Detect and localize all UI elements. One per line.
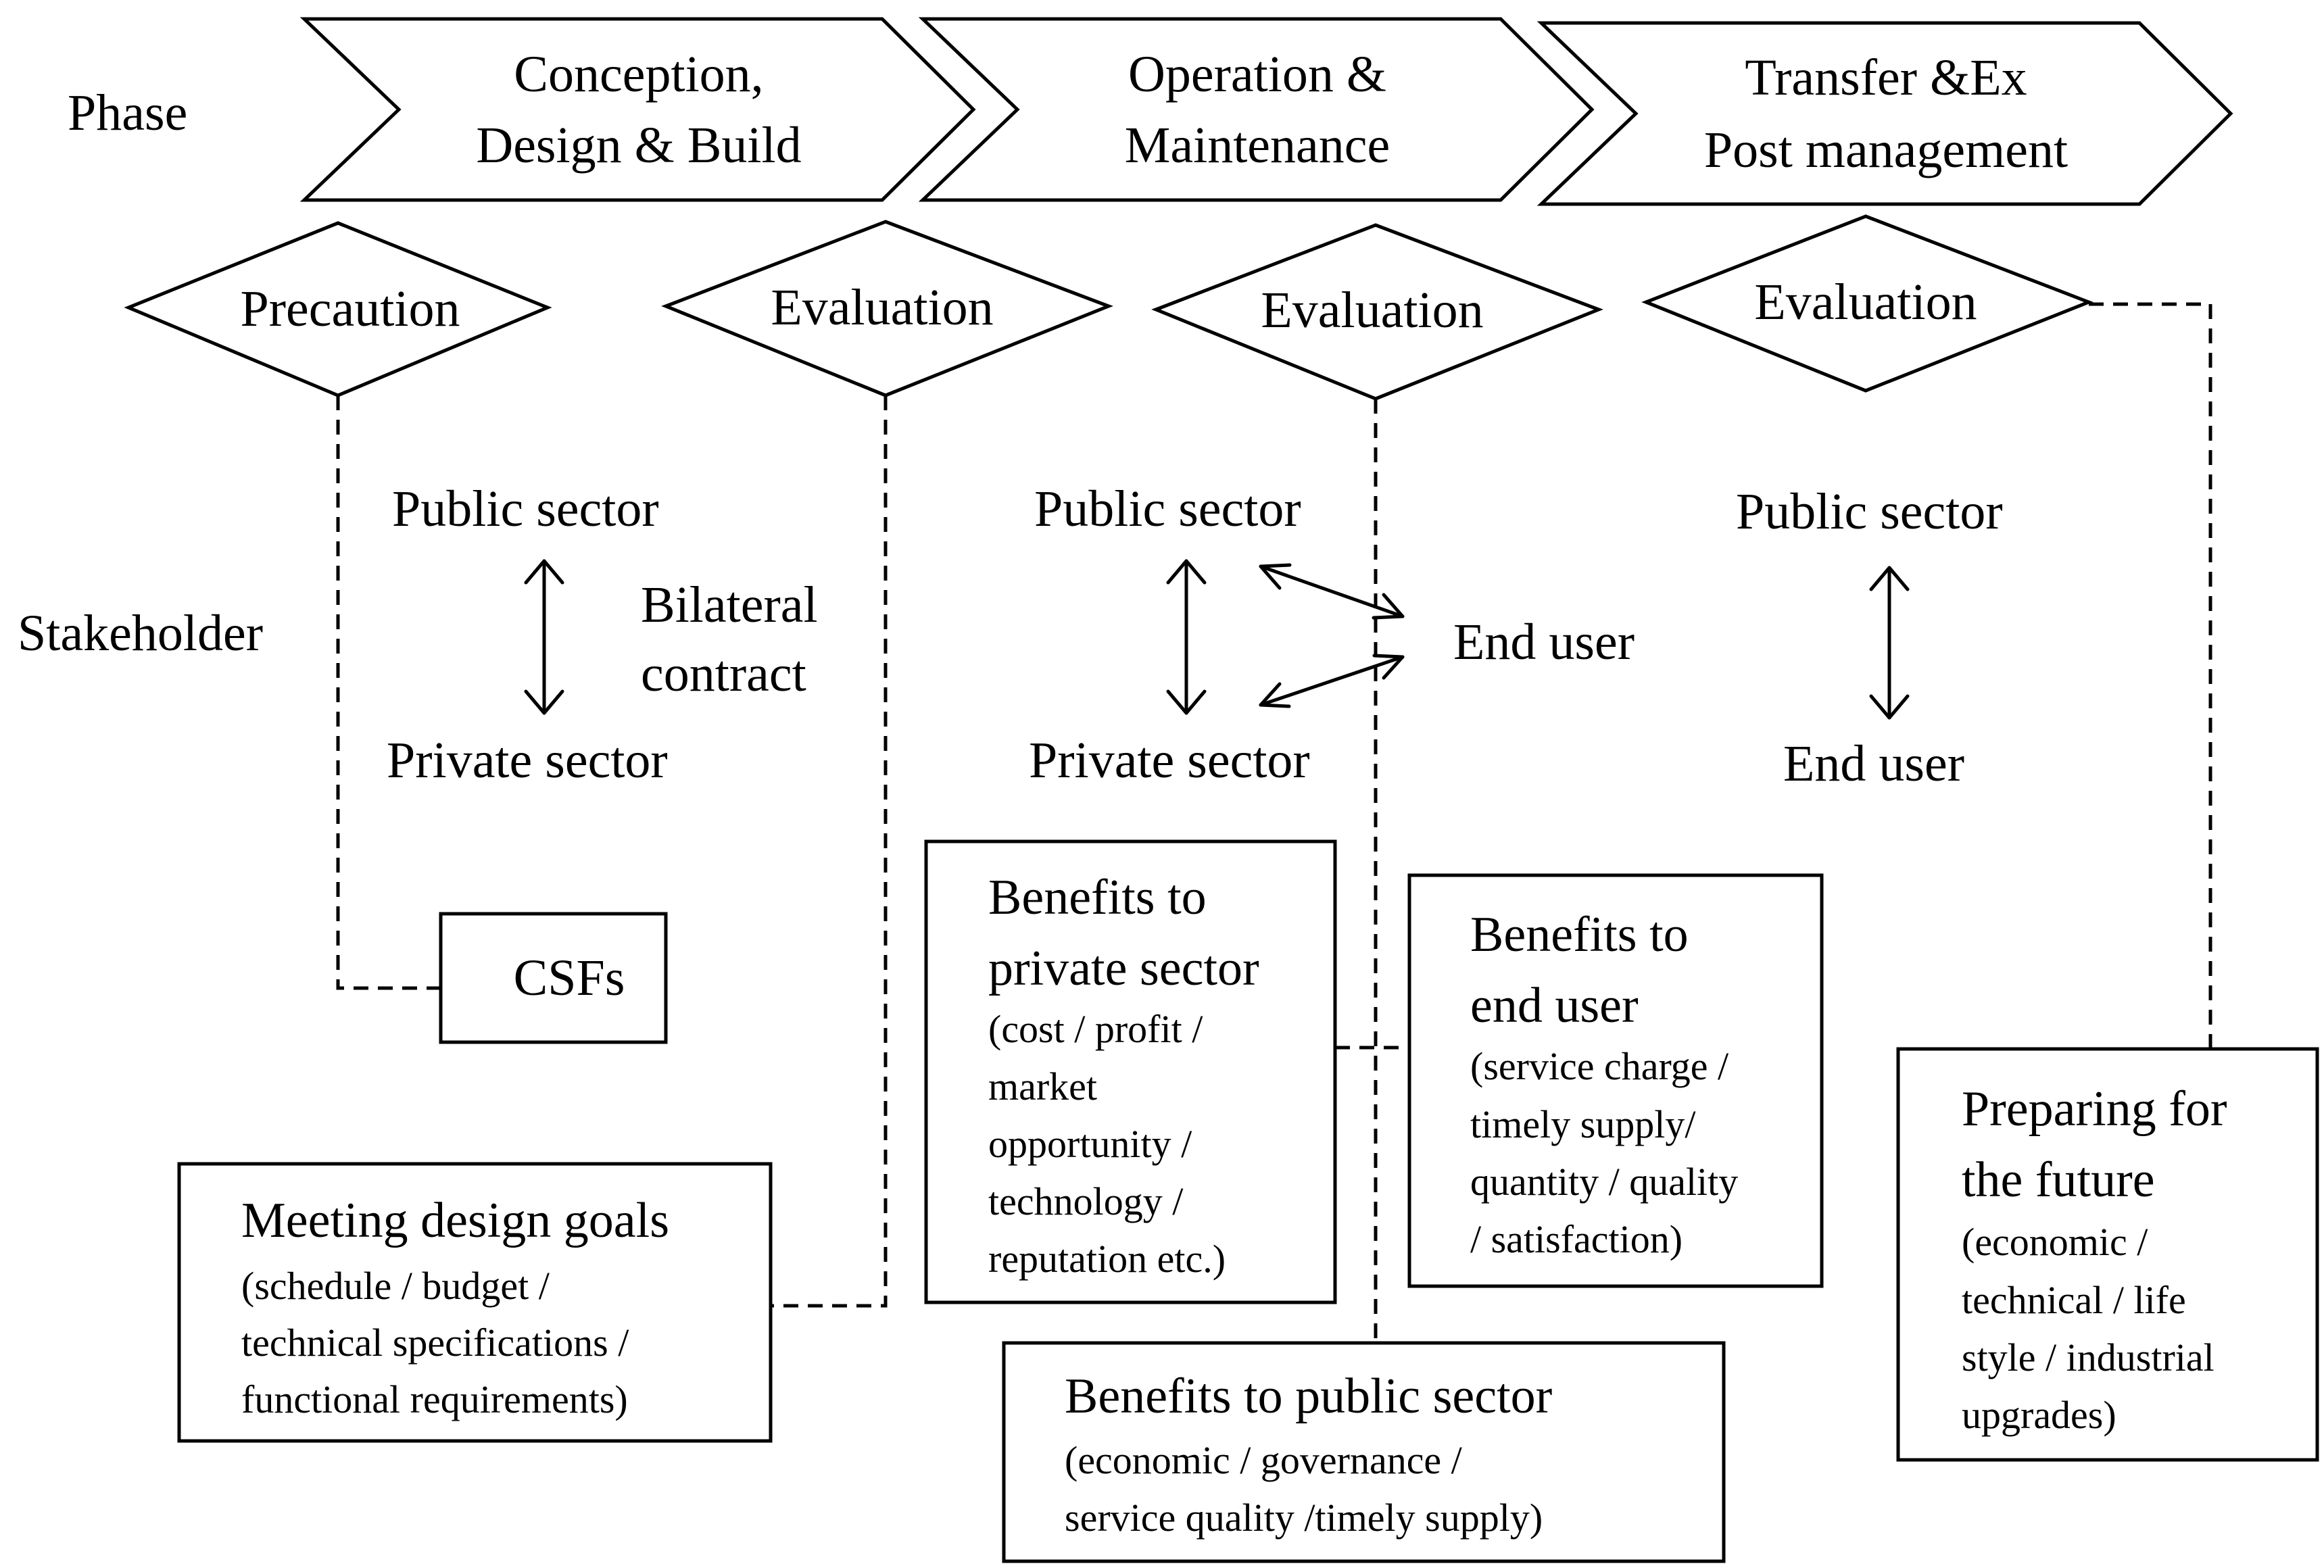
p3-end-user: End user xyxy=(1783,735,1964,792)
phase-2-title-line1: Operation & xyxy=(1128,46,1386,103)
design-goals-box: Meeting design goals (schedule / budget … xyxy=(177,1162,773,1443)
private-benefits-title-2: private sector xyxy=(988,941,1259,996)
diamond-evaluation-3-label: Evaluation xyxy=(1754,274,1977,330)
diamond-precaution: Precaution xyxy=(124,221,552,397)
diamond-evaluation-2-label: Evaluation xyxy=(1261,282,1483,339)
phase-2-title-line2: Maintenance xyxy=(1125,117,1390,174)
p2-end-user: End user xyxy=(1453,614,1635,670)
p1-public-sector: Public sector xyxy=(392,481,659,537)
p1-relation-line1: Bilateral xyxy=(641,577,818,633)
future-title-2: the future xyxy=(1962,1152,2155,1208)
end-user-benefits-line-3: quantity / quality xyxy=(1470,1160,1738,1204)
phase-3-title-line2: Post management xyxy=(1704,122,2068,178)
private-benefits-line-4: technology / xyxy=(988,1179,1184,1223)
diamond-evaluation-3: Evaluation xyxy=(1641,214,2093,393)
p2-private-sector: Private sector xyxy=(1029,732,1310,789)
end-user-benefits-title-1: Benefits to xyxy=(1470,907,1689,962)
csfs-title: CSFs xyxy=(514,950,625,1006)
connector-evaluation-future xyxy=(2089,302,2212,1049)
diamond-evaluation-1-label: Evaluation xyxy=(771,279,993,336)
private-benefits-line-5: reputation etc.) xyxy=(988,1237,1226,1281)
public-benefits-line-1: (economic / governance / xyxy=(1065,1438,1463,1482)
design-goals-line-2: technical specifications / xyxy=(241,1321,629,1365)
diamond-precaution-label: Precaution xyxy=(240,280,460,337)
phase-1-title-line1: Conception, xyxy=(514,46,763,103)
p3-bidirectional-arrow xyxy=(1869,566,1910,720)
stakeholder-row-label: Stakeholder xyxy=(18,605,263,662)
p2-private-enduser-arrow xyxy=(1259,654,1405,708)
connector-evaluation-design-goals xyxy=(771,395,888,1308)
future-line-1: (economic / xyxy=(1962,1220,2148,1264)
end-user-benefits-box: Benefits to end user (service charge / t… xyxy=(1407,873,1824,1288)
p1-relation-line2: contract xyxy=(641,645,806,702)
end-user-benefits-line-1: (service charge / xyxy=(1470,1044,1729,1088)
future-line-2: technical / life xyxy=(1962,1278,2186,1322)
public-benefits-box: Benefits to public sector (economic / go… xyxy=(1002,1341,1726,1563)
public-benefits-title: Benefits to public sector xyxy=(1065,1369,1552,1424)
private-benefits-title-1: Benefits to xyxy=(988,870,1207,925)
design-goals-title: Meeting design goals xyxy=(241,1193,669,1248)
csfs-box: CSFs xyxy=(439,912,668,1044)
connector-precaution-csfs xyxy=(336,395,439,990)
future-title-1: Preparing for xyxy=(1962,1081,2227,1137)
p2-public-enduser-arrow xyxy=(1259,563,1405,620)
p1-bidirectional-arrow xyxy=(524,559,564,715)
diamond-evaluation-1: Evaluation xyxy=(661,220,1113,397)
private-benefits-box: Benefits to private sector (cost / profi… xyxy=(924,839,1337,1304)
private-benefits-line-2: market xyxy=(988,1064,1097,1108)
phase-chevron-1: Conception, Design & Build xyxy=(299,17,976,202)
p2-public-sector: Public sector xyxy=(1034,481,1301,537)
p3-public-sector: Public sector xyxy=(1736,483,2003,540)
future-line-4: upgrades) xyxy=(1962,1393,2116,1437)
end-user-benefits-line-4: / satisfaction) xyxy=(1470,1217,1683,1261)
private-benefits-line-3: opportunity / xyxy=(988,1122,1192,1166)
end-user-benefits-title-2: end user xyxy=(1470,978,1639,1033)
end-user-benefits-line-2: timely supply/ xyxy=(1470,1102,1696,1146)
diamond-evaluation-2: Evaluation xyxy=(1151,223,1603,401)
phase-3-title-line1: Transfer &Ex xyxy=(1745,49,2027,106)
private-benefits-line-1: (cost / profit / xyxy=(988,1007,1203,1051)
design-goals-line-3: functional requirements) xyxy=(241,1377,628,1421)
future-box: Preparing for the future (economic / tec… xyxy=(1896,1047,2319,1462)
phase-chevron-3: Transfer &Ex Post management xyxy=(1536,21,2233,206)
design-goals-line-1: (schedule / budget / xyxy=(241,1264,550,1308)
phase-chevron-2: Operation & Maintenance xyxy=(918,17,1595,202)
p1-private-sector: Private sector xyxy=(387,732,668,789)
public-benefits-line-2: service quality /timely supply) xyxy=(1065,1496,1543,1540)
p2-public-private-arrow xyxy=(1166,559,1207,715)
phase-row-label: Phase xyxy=(68,84,187,141)
future-line-3: style / industrial xyxy=(1962,1336,2214,1379)
phase-1-title-line2: Design & Build xyxy=(476,117,801,174)
